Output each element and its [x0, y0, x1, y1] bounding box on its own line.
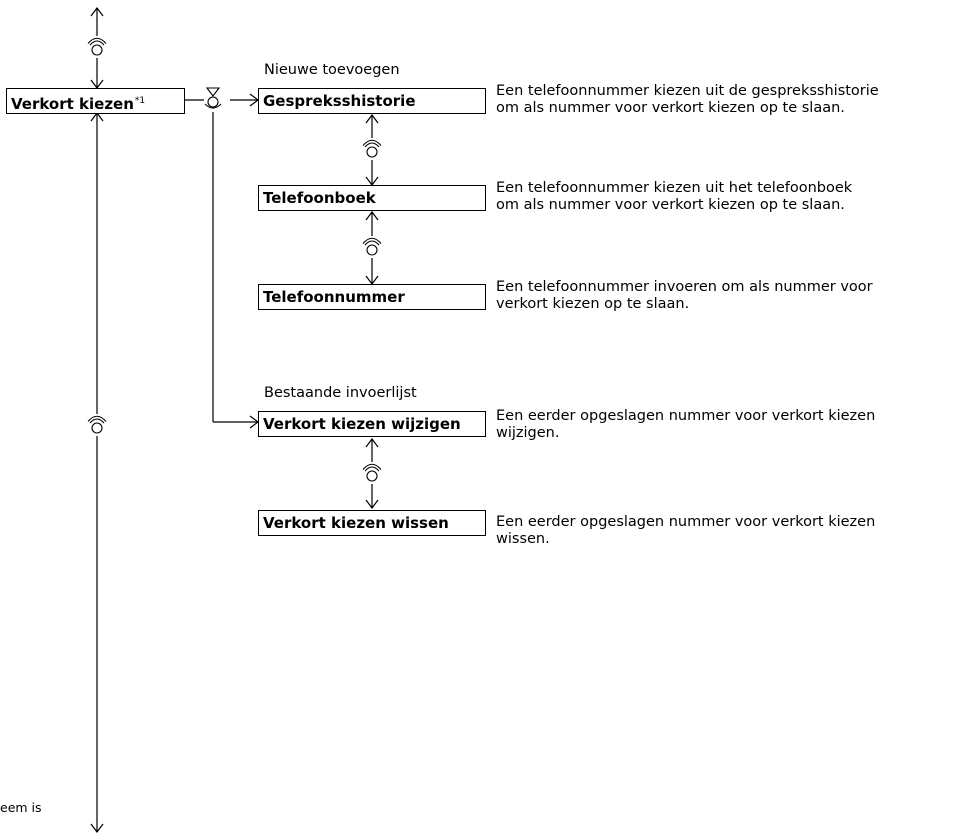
- section-existing-heading: Bestaande invoerlijst: [264, 385, 417, 401]
- option-label: Verkort kiezen wijzigen: [263, 415, 461, 433]
- section-new-heading: Nieuwe toevoegen: [264, 62, 400, 78]
- root-node: Verkort kiezen*1: [6, 88, 185, 114]
- option-description: Een telefoonnummer invoeren om als numme…: [496, 279, 873, 312]
- option-call-history: Gespreksshistorie: [258, 88, 486, 114]
- option-description: Een eerder opgeslagen nummer voor verkor…: [496, 408, 876, 441]
- option-description: Een telefoonnummer kiezen uit het telefo…: [496, 180, 853, 213]
- press-select-icon: [204, 86, 222, 110]
- rotate-knob-icon: [362, 462, 382, 484]
- rotate-knob-icon: [87, 36, 107, 58]
- option-description: Een telefoonnummer kiezen uit de gesprek…: [496, 83, 879, 116]
- option-phonebook: Telefoonboek: [258, 185, 486, 211]
- option-delete-speed-dial: Verkort kiezen wissen: [258, 510, 486, 536]
- option-phone-number: Telefoonnummer: [258, 284, 486, 310]
- option-description: Een eerder opgeslagen nummer voor verkor…: [496, 514, 876, 547]
- footnote-mark: *1: [134, 96, 146, 106]
- option-edit-speed-dial: Verkort kiezen wijzigen: [258, 411, 486, 437]
- root-label: Verkort kiezen: [11, 95, 134, 113]
- footnote-fragment: eem is: [0, 800, 42, 815]
- rotate-knob-icon: [362, 138, 382, 160]
- option-label: Verkort kiezen wissen: [263, 514, 449, 532]
- option-label: Telefoonnummer: [263, 288, 405, 306]
- option-label: Telefoonboek: [263, 189, 376, 207]
- rotate-knob-icon: [362, 236, 382, 258]
- option-label: Gespreksshistorie: [263, 92, 416, 110]
- rotate-knob-icon: [87, 414, 107, 436]
